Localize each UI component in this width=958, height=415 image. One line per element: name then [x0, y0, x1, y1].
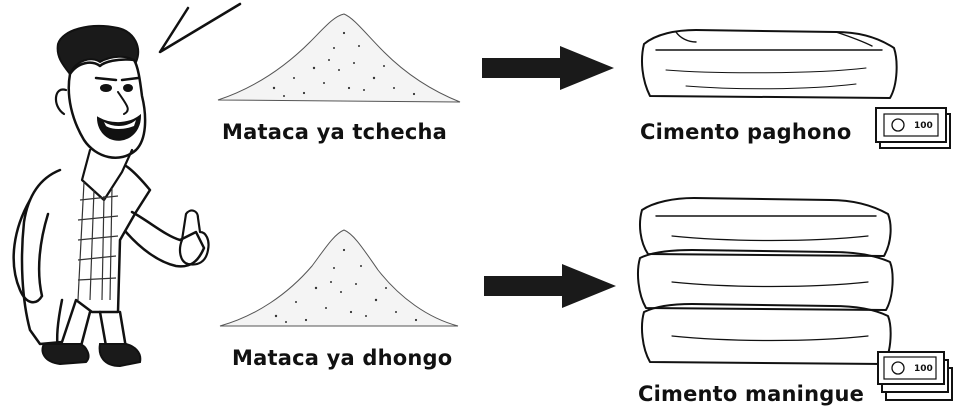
cement-bag-icon	[637, 197, 894, 365]
sand-pile-icon	[217, 13, 461, 103]
sand-label-coarse: Mataca ya dhongo	[232, 346, 453, 370]
money-notes-icon: 100	[877, 351, 953, 401]
svg-text:100: 100	[914, 364, 933, 374]
cement-bag-icon	[641, 29, 898, 99]
sand-pile-icon	[219, 229, 459, 327]
cement-label-few: Cimento paghono	[640, 120, 852, 144]
arrow-right-icon	[484, 264, 616, 308]
man-pointing-icon	[12, 2, 242, 368]
arrow-right-icon	[482, 46, 614, 90]
svg-text:100: 100	[914, 121, 933, 131]
sand-label-fine: Mataca ya tchecha	[222, 120, 448, 144]
money-notes-icon: 100	[875, 107, 951, 149]
cement-label-many: Cimento maningue	[638, 382, 865, 406]
speech-bubble-icon	[158, 2, 242, 54]
